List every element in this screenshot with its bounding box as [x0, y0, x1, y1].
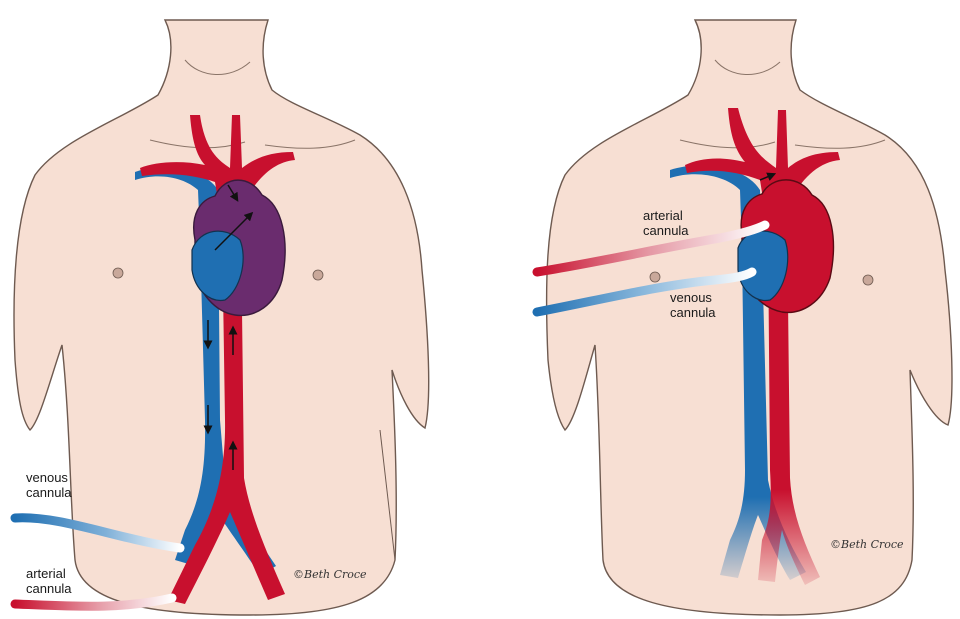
right-venous-label-line2: cannula: [670, 305, 716, 320]
right-arterial-label: arterial cannula: [643, 208, 689, 238]
right-venous-label-line1: venous: [670, 290, 712, 305]
left-nipple-r: [113, 268, 123, 278]
right-nipple-l: [863, 275, 873, 285]
left-venous-label: venous cannula: [26, 470, 72, 500]
left-venous-label-line1: venous: [26, 470, 68, 485]
left-nipple-l: [313, 270, 323, 280]
left-arterial-label-line1: arterial: [26, 566, 66, 581]
left-signature: ©Beth Croce: [293, 568, 367, 581]
left-venous-label-line2: cannula: [26, 485, 72, 500]
right-arterial-label-line2: cannula: [643, 223, 689, 238]
left-figure: [14, 20, 429, 615]
right-nipple-r: [650, 272, 660, 282]
left-arterial-label-line2: cannula: [26, 581, 72, 596]
left-arterial-cannula: [15, 598, 172, 606]
right-venous-label: venous cannula: [670, 290, 716, 320]
right-arterial-label-line1: arterial: [643, 208, 683, 223]
right-figure: [537, 20, 952, 615]
right-signature: ©Beth Croce: [830, 538, 904, 551]
left-arterial-label: arterial cannula: [26, 566, 72, 596]
